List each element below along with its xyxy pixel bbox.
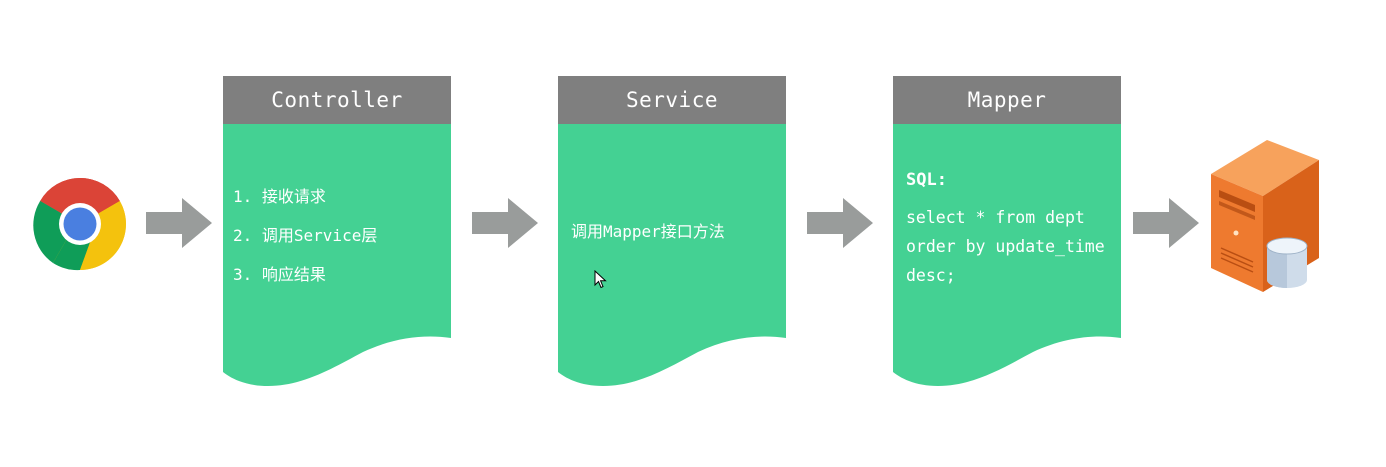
sql-label: SQL: — [906, 170, 947, 190]
mapper-layer-card: Mapper SQL: select * from dept order by … — [893, 76, 1123, 388]
mapper-title: Mapper — [967, 88, 1047, 112]
controller-step-1: 1. 接收请求 — [233, 187, 326, 206]
document-shape — [558, 76, 786, 386]
service-description: 调用Mapper接口方法 — [571, 222, 725, 241]
service-layer-card: Service 调用Mapper接口方法 — [558, 76, 788, 388]
sql-line-1: select * from dept — [906, 208, 1085, 227]
controller-layer-card: Controller 1. 接收请求 2. 调用Service层 3. 响应结果 — [223, 76, 453, 388]
chrome-browser-icon — [33, 177, 127, 271]
database-server-icon — [1205, 134, 1325, 294]
mouse-cursor-icon — [594, 269, 608, 290]
right-arrow-icon — [472, 198, 538, 248]
right-arrow-icon — [146, 198, 212, 248]
document-shape — [893, 76, 1121, 386]
right-arrow-icon — [807, 198, 873, 248]
right-arrow-icon — [1133, 198, 1199, 248]
controller-step-3: 3. 响应结果 — [233, 265, 326, 284]
controller-step-2: 2. 调用Service层 — [233, 226, 378, 245]
service-title: Service — [625, 88, 718, 112]
sql-line-3: desc; — [906, 266, 956, 285]
controller-title: Controller — [271, 88, 403, 112]
document-shape — [223, 76, 451, 386]
sql-line-2: order by update_time — [906, 237, 1105, 256]
